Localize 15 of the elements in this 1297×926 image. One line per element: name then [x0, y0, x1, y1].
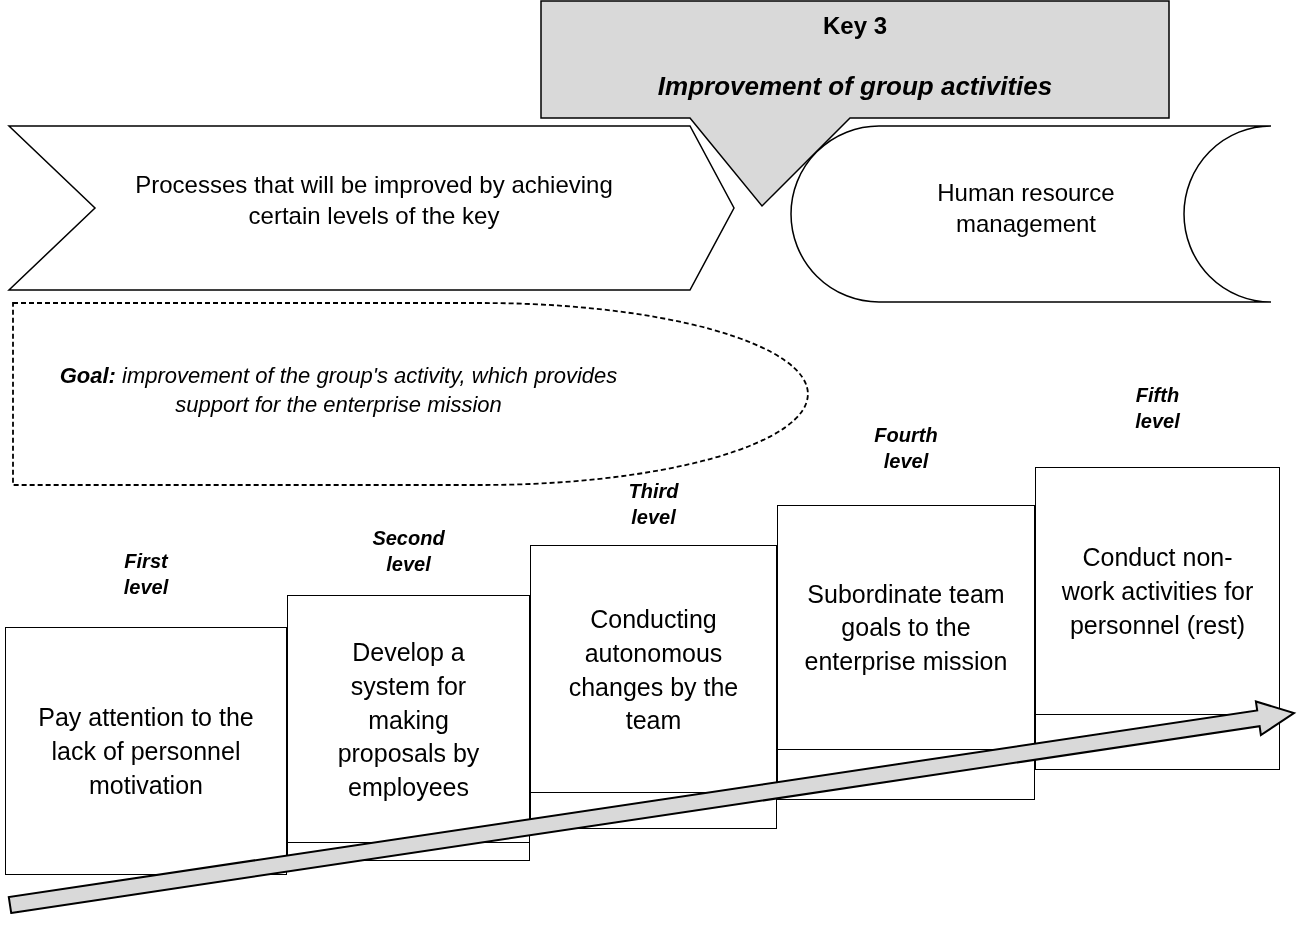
process-text: Processes that will be improved by achieving certain levels of the key — [134, 170, 614, 232]
process-text: Human resource management — [936, 178, 1116, 240]
step-text: Conducting autonomous changes by the team — [567, 603, 740, 736]
step-text: Develop a system for making proposals by employees — [336, 636, 481, 803]
level-heading: Third level — [627, 479, 680, 530]
step-text: Conduct non-work activities for personnel (rest) — [1060, 542, 1255, 641]
level-heading: Fifth level — [1134, 383, 1181, 434]
step-text: Subordinate team goals to the enterprise mission — [803, 578, 1009, 678]
level-heading: Second level — [371, 526, 446, 577]
level-heading: First level — [122, 549, 170, 600]
goal-text: Goal: improvement of the group's activity, which provides support for the enterprise mission — [58, 362, 619, 419]
callout-title: Improvement of group activities — [656, 70, 1054, 103]
callout-heading: Key 3 — [821, 11, 888, 41]
step-text: Pay attention to the lack of personnel motivation — [37, 702, 255, 801]
level-heading: Fourth level — [873, 423, 939, 474]
